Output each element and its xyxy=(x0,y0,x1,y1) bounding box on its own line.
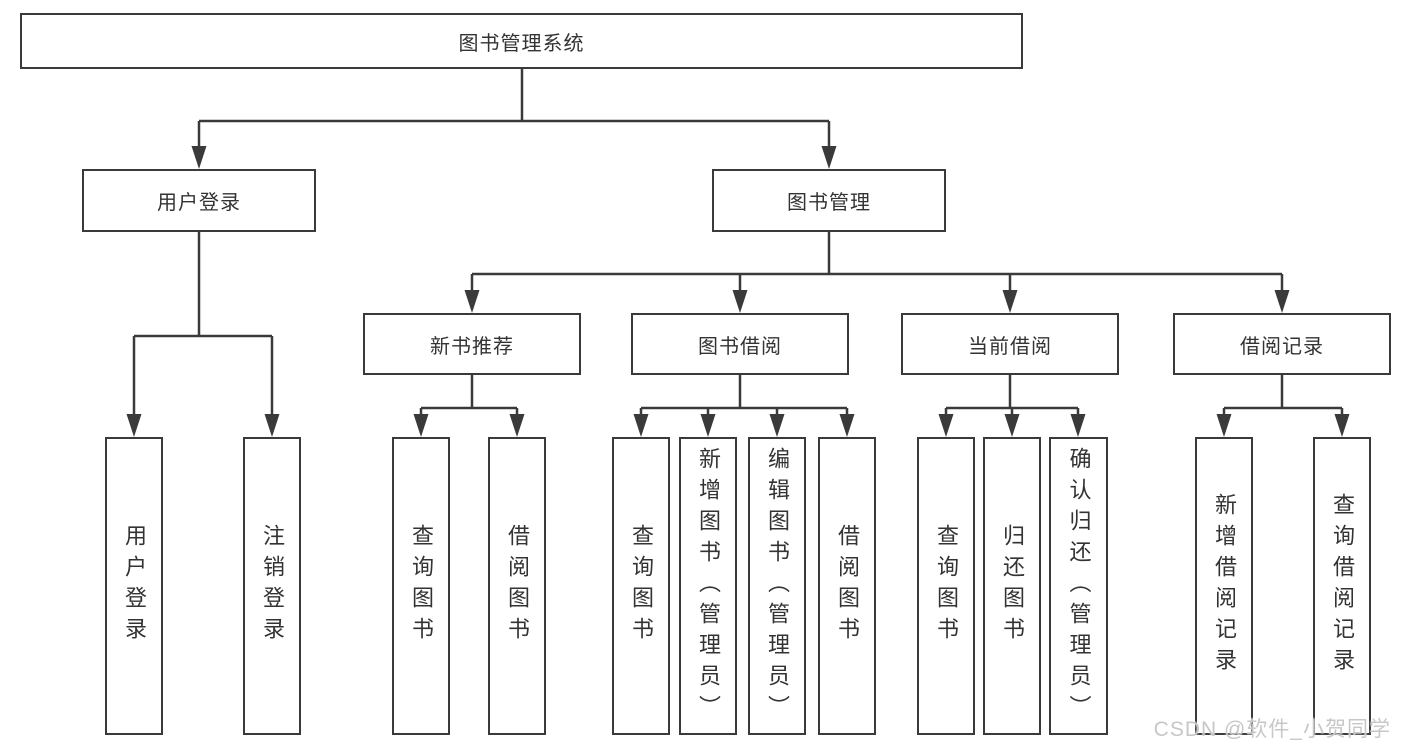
arrow-icon xyxy=(1216,414,1232,437)
arrow-icon xyxy=(821,146,837,169)
node-label: 图书借阅 xyxy=(698,335,782,358)
node-label: 图书管理 xyxy=(787,192,871,214)
arrow-icon xyxy=(126,414,142,437)
node-current-borrowing: 当前借阅 xyxy=(901,313,1119,375)
node-label: 查询图书 xyxy=(409,524,434,648)
node-label: 归还图书 xyxy=(1000,524,1025,648)
node-label: 注销登录 xyxy=(260,524,285,648)
node-label: 新增图书（管理员） xyxy=(696,446,721,726)
arrow-icon xyxy=(700,414,716,437)
node-label: 当前借阅 xyxy=(968,335,1052,358)
leaf-add-books-admin: 新增图书（管理员） xyxy=(679,437,737,735)
csdn-watermark: CSDN @软件_小贺同学 xyxy=(1153,718,1391,741)
node-label: 查询图书 xyxy=(934,524,959,648)
leaf-logout: 注销登录 xyxy=(243,437,301,735)
arrow-icon xyxy=(1070,414,1086,437)
node-label: 确认归还（管理员） xyxy=(1066,446,1092,726)
node-label: 查询图书 xyxy=(629,524,654,648)
tree-edges xyxy=(132,69,1344,417)
node-book-management: 图书管理 xyxy=(712,169,946,232)
node-label: 编辑图书（管理员） xyxy=(765,446,790,726)
arrow-icon xyxy=(509,414,525,437)
arrow-icon xyxy=(1004,414,1020,437)
arrow-icon xyxy=(464,290,480,313)
leaf-borrow-books-borrowing: 借阅图书 xyxy=(818,437,876,735)
leaf-query-books-borrowing: 查询图书 xyxy=(612,437,670,735)
node-label: 图书管理系统 xyxy=(458,32,585,55)
node-label: 用户登录 xyxy=(157,192,241,214)
arrow-icon xyxy=(191,146,207,169)
arrowheads xyxy=(126,146,1350,437)
node-user-login: 用户登录 xyxy=(82,169,316,232)
arrow-icon xyxy=(1002,290,1018,313)
node-label: 新书推荐 xyxy=(430,335,514,358)
arrow-icon xyxy=(264,414,280,437)
arrow-icon xyxy=(769,414,785,437)
leaf-edit-books-admin: 编辑图书（管理员） xyxy=(748,437,806,735)
leaf-query-borrow-record: 查询借阅记录 xyxy=(1313,437,1371,735)
node-library-management-system: 图书管理系统 xyxy=(20,13,1023,69)
arrow-icon xyxy=(633,414,649,437)
arrow-icon xyxy=(1334,414,1350,437)
arrow-icon xyxy=(413,414,429,437)
node-borrowing-records: 借阅记录 xyxy=(1173,313,1391,375)
node-label: 查询借阅记录 xyxy=(1330,493,1355,679)
node-label: 借阅记录 xyxy=(1240,335,1324,358)
leaf-query-books-recommend: 查询图书 xyxy=(392,437,450,735)
leaf-query-books-current: 查询图书 xyxy=(917,437,975,735)
leaf-user-login: 用户登录 xyxy=(105,437,163,735)
arrow-icon xyxy=(1274,290,1290,313)
node-book-borrowing: 图书借阅 xyxy=(631,313,849,375)
node-label: 借阅图书 xyxy=(505,524,530,648)
arrow-icon xyxy=(839,414,855,437)
node-label: 新增借阅记录 xyxy=(1212,493,1237,679)
node-label: 借阅图书 xyxy=(835,524,860,648)
leaf-add-borrow-record: 新增借阅记录 xyxy=(1195,437,1253,735)
arrow-icon xyxy=(938,414,954,437)
leaf-confirm-return-admin: 确认归还（管理员） xyxy=(1049,437,1108,735)
leaf-borrow-books-recommend: 借阅图书 xyxy=(488,437,546,735)
node-label: 用户登录 xyxy=(122,524,147,648)
arrow-icon xyxy=(732,290,748,313)
node-new-book-recommend: 新书推荐 xyxy=(363,313,581,375)
leaf-return-books: 归还图书 xyxy=(983,437,1041,735)
